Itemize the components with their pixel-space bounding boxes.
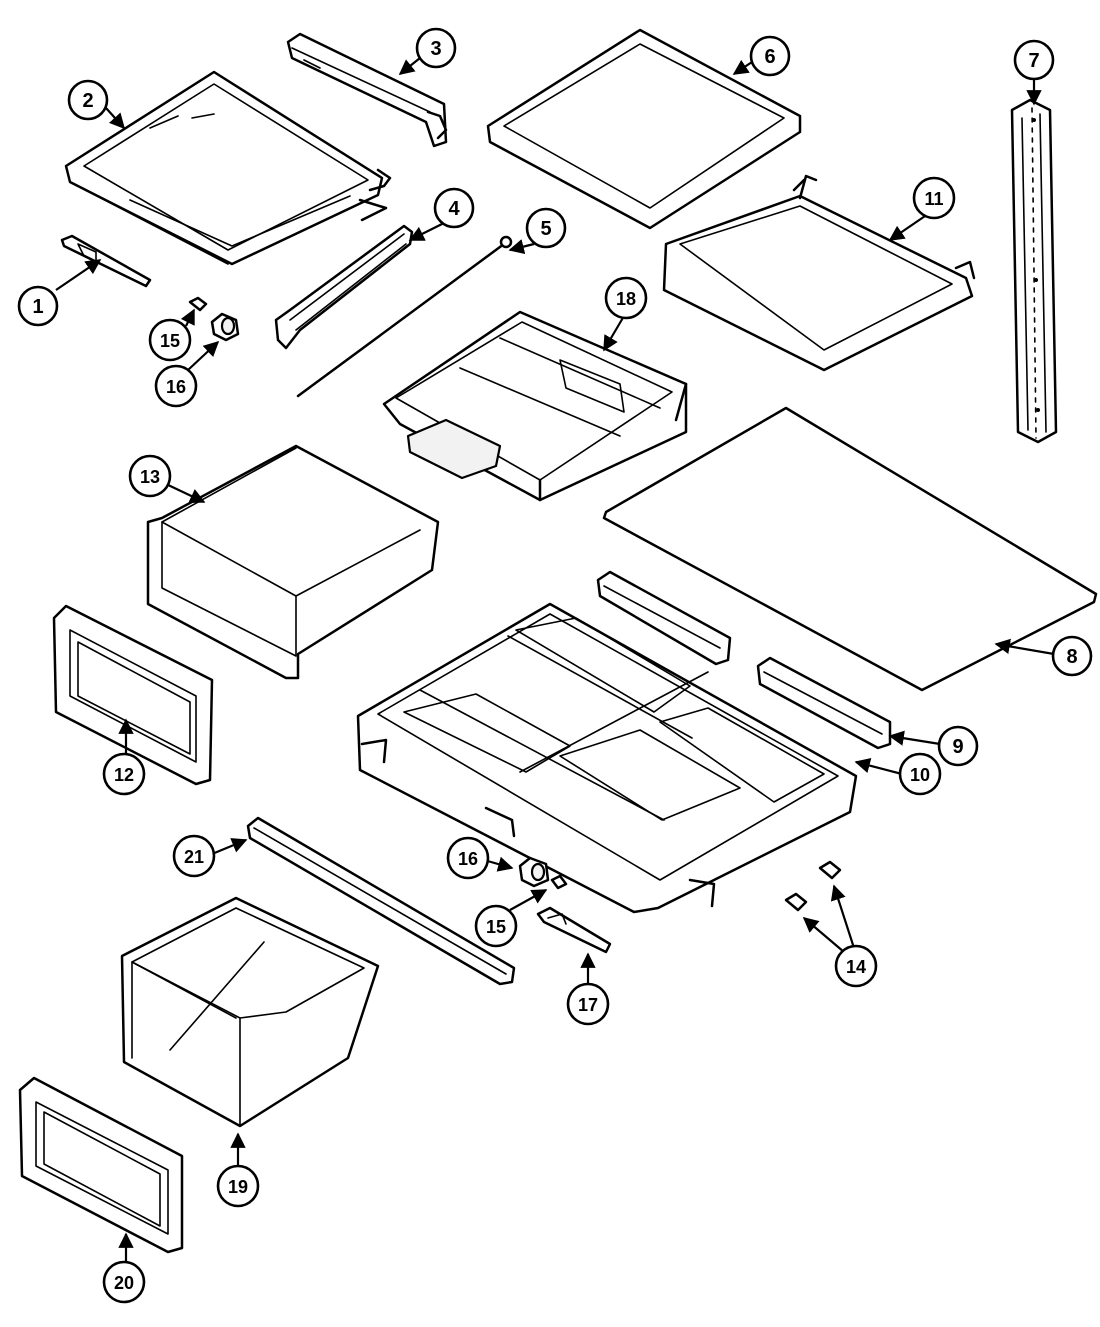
callout-3: 3 [415, 27, 457, 69]
part-small-bracket [60, 234, 152, 288]
part-vertical-rail [1010, 98, 1058, 444]
callout-5: 5 [525, 207, 567, 249]
callout-8: 8 [1051, 635, 1093, 677]
part-screws [784, 860, 842, 912]
part-meat-drawer [120, 896, 380, 1128]
callout-9: 9 [937, 725, 979, 767]
part-slide-rail [274, 224, 414, 350]
part-screw-bottom [550, 874, 568, 890]
callout-10: 10 [898, 752, 942, 796]
callout-15-top: 15 [148, 318, 192, 362]
callout-15-bottom-label: 15 [486, 917, 506, 937]
callout-9-label: 9 [952, 736, 963, 758]
part-screw-top [188, 296, 208, 312]
callout-15-bottom: 15 [474, 904, 518, 948]
callout-20: 20 [102, 1260, 146, 1304]
callout-16-top: 16 [154, 364, 198, 408]
part-roller-top [210, 312, 240, 342]
part-roller-bottom [518, 856, 550, 888]
callout-7: 7 [1013, 39, 1055, 81]
callout-21-label: 21 [184, 847, 204, 867]
part-shelf-frame [356, 602, 858, 914]
part-glass-sheet [602, 406, 1098, 692]
callout-19-label: 19 [228, 1177, 248, 1197]
callout-18: 18 [604, 276, 648, 320]
callout-16-bottom-label: 16 [458, 849, 478, 869]
callout-15-top-label: 15 [160, 331, 180, 351]
callout-3-label: 3 [430, 38, 441, 60]
part-drawer-front-lower [18, 1076, 184, 1254]
callout-13: 13 [128, 454, 172, 498]
callout-14: 14 [834, 944, 878, 988]
part-crisper-drawer [146, 444, 440, 680]
part-shelf-upper-right [486, 28, 802, 230]
part-drawer-front-upper [52, 604, 214, 786]
part-shelf-right [662, 174, 976, 372]
callout-5-label: 5 [540, 218, 551, 240]
callout-2-label: 2 [82, 90, 93, 112]
callout-21: 21 [172, 834, 216, 878]
part-slide-bracket [536, 906, 612, 954]
callout-11-label: 11 [924, 189, 943, 209]
callout-17-label: 17 [578, 995, 598, 1015]
callout-4-label: 4 [448, 198, 460, 220]
callout-4: 4 [433, 187, 475, 229]
callout-11: 11 [912, 176, 956, 220]
callout-7-label: 7 [1028, 50, 1039, 72]
callout-20-label: 20 [114, 1273, 134, 1293]
part-trim-strip-upper [596, 570, 732, 666]
callout-12-label: 12 [114, 765, 134, 785]
callout-16-bottom: 16 [446, 836, 490, 880]
callout-6-label: 6 [764, 46, 775, 68]
callout-16-top-label: 16 [166, 377, 186, 397]
part-crisper-frame [382, 310, 688, 502]
callout-18-label: 18 [616, 289, 636, 309]
callout-1: 1 [17, 285, 59, 327]
callout-13-label: 13 [140, 467, 160, 487]
callout-14-label: 14 [846, 957, 866, 977]
callout-6: 6 [749, 35, 791, 77]
callout-19: 19 [216, 1164, 260, 1208]
callout-12: 12 [102, 752, 146, 796]
callout-17: 17 [566, 982, 610, 1026]
callout-1-label: 1 [32, 296, 43, 318]
part-shelf-upper-left [64, 70, 392, 266]
callout-2: 2 [67, 79, 109, 121]
callout-10-label: 10 [910, 765, 930, 785]
callout-8-label: 8 [1066, 646, 1077, 668]
part-rail-top [286, 32, 448, 148]
part-long-strip [246, 816, 516, 986]
